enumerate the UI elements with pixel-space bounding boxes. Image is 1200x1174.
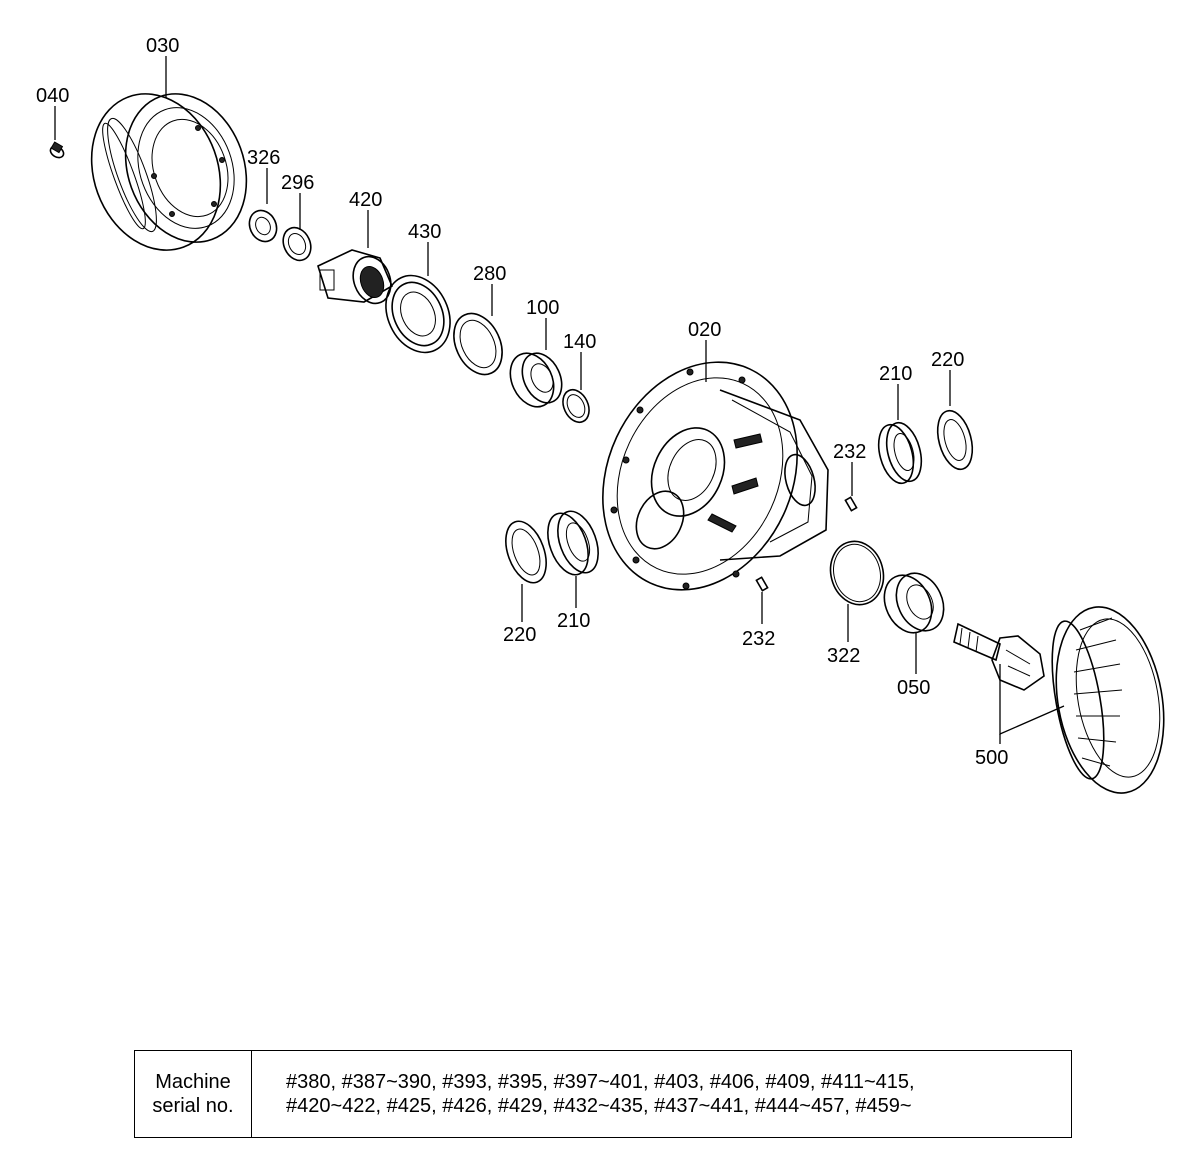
serial-values-line2: #420~422, #425, #426, #429, #432~435, #4… — [286, 1095, 912, 1117]
serial-header-line2: serial no. — [152, 1095, 234, 1117]
label-420: 420 — [349, 189, 382, 211]
serial-values-line1: #380, #387~390, #393, #395, #397~401, #4… — [286, 1071, 915, 1093]
label-296: 296 — [281, 172, 314, 194]
label-210-left: 210 — [557, 610, 590, 632]
label-322: 322 — [827, 645, 860, 667]
label-220-left: 220 — [503, 624, 536, 646]
label-020: 020 — [688, 319, 721, 341]
part-030-housing: 030 — [90, 35, 248, 251]
label-050: 050 — [897, 677, 930, 699]
part-220-cup-right: 220 — [931, 349, 974, 471]
part-050-bearing: 050 — [883, 572, 945, 699]
part-420-flange: 420 — [317, 189, 394, 305]
part-040-bolt: 040 — [36, 85, 69, 159]
label-100: 100 — [526, 297, 559, 319]
label-220-right: 220 — [931, 349, 964, 371]
part-232-pin-lower: 232 — [742, 576, 775, 650]
part-020-carrier-housing: 020 — [602, 319, 829, 591]
part-210-bearing-left: 210 — [547, 510, 599, 632]
part-326-nut: 326 — [247, 147, 280, 243]
serial-table-values: #380, #387~390, #393, #395, #397~401, #4… — [252, 1051, 1071, 1137]
label-500: 500 — [975, 747, 1008, 769]
label-140: 140 — [563, 331, 596, 353]
part-500-gear-set: 500 — [953, 606, 1165, 794]
label-040: 040 — [36, 85, 69, 107]
part-210-bearing-right: 210 — [877, 363, 923, 485]
label-232-upper: 232 — [833, 441, 866, 463]
label-030: 030 — [146, 35, 179, 57]
label-210-right: 210 — [879, 363, 912, 385]
label-326: 326 — [247, 147, 280, 169]
exploded-parts-diagram: 040 030 326 296 420 — [36, 35, 1165, 794]
part-232-pin-upper: 232 — [833, 441, 866, 512]
label-232-lower: 232 — [742, 628, 775, 650]
label-280: 280 — [473, 263, 506, 285]
part-100-bearing: 100 — [509, 297, 563, 408]
serial-number-table: Machine serial no. #380, #387~390, #393,… — [134, 1050, 1072, 1138]
part-296-washer: 296 — [281, 172, 314, 262]
part-280-ring: 280 — [453, 263, 506, 376]
part-430-seal: 430 — [385, 221, 451, 354]
serial-table-header: Machine serial no. — [135, 1051, 252, 1137]
part-322-o-ring: 322 — [827, 540, 885, 667]
label-430: 430 — [408, 221, 441, 243]
serial-header-line1: Machine — [155, 1071, 231, 1093]
part-140-snap-ring: 140 — [562, 331, 596, 424]
part-220-cup-left: 220 — [503, 520, 547, 646]
